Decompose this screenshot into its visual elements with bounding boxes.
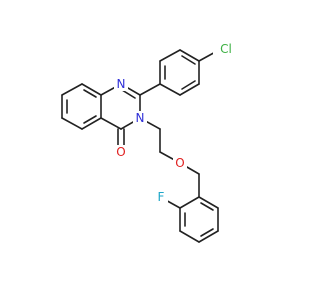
chlorophenyl-ring [139,49,220,96]
atom-nitrogen-amide: N [133,111,147,125]
fluorine-label: F [158,190,165,204]
atom-ether-oxygen: O [173,156,187,170]
atom-carbonyl-oxygen: O [114,145,128,159]
carbonyl-oxygen-label: O [116,145,125,159]
atom-nitrogen-imine: N [114,77,128,91]
atom-chlorine: Cl [213,41,237,57]
fluorophenyl-ring [161,173,219,243]
benzo-ring [61,83,102,130]
nitrogen-imine-label: N [117,77,126,91]
nitrogen-amide-label: N [136,111,145,125]
atom-fluorine: F [154,190,168,204]
ether-oxygen-label: O [175,156,184,170]
ethoxy-linker [139,117,200,175]
molecule-structure: Cl N N O O F [61,41,237,243]
chlorine-label: Cl [220,42,232,56]
